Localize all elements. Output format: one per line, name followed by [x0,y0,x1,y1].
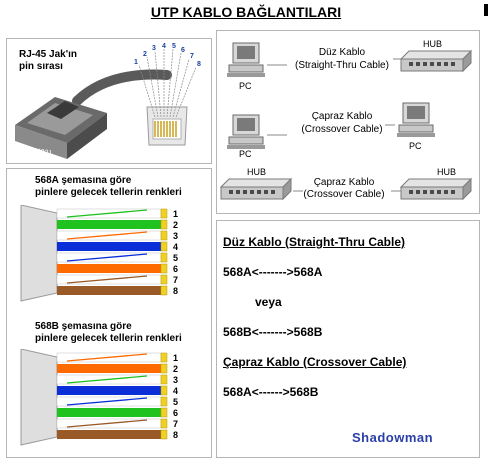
pc-icon [226,114,266,150]
rj45-label-line2: pin sırası [19,61,63,72]
wire-number: 8 [173,286,178,296]
wire-number: 3 [173,375,178,385]
summary-panel: Düz Kablo (Straight-Thru Cable) 568A<---… [216,220,480,458]
cable-sheath [20,205,58,302]
device-label: HUB [423,39,443,49]
connection-label-line1: Düz Kablo [318,47,366,58]
pin-number: 3 [152,45,156,52]
device-label: HUB [437,167,457,177]
device-label: PC [239,81,252,91]
wire-number: 4 [173,242,178,252]
pin-number: 4 [162,43,166,50]
wire-2 [57,363,168,374]
wire-number: 8 [173,430,178,440]
wire-8 [57,429,168,440]
hub-icon [400,178,472,200]
wire-8 [57,285,168,296]
t568a-heading-line1: 568A şemasına göre [35,175,132,186]
connection-label-line1: Çapraz Kablo [313,177,375,188]
wire-number: 1 [173,353,178,363]
straight-rule: 568A<------->568A [223,265,323,279]
pin-number: 2 [143,51,147,58]
rj45-connector-illustration: 87654321 1 2 3 4 5 6 7 8 [15,43,201,159]
wire-number: 4 [173,386,178,396]
wire-number: 7 [173,275,178,285]
hub-icon [400,50,472,72]
connection-label-line2: (Crossover Cable) [301,124,383,135]
hub-icon [220,178,292,200]
pc-icon [226,42,266,78]
pin-number: 8 [197,61,201,68]
wire-1 [56,352,168,363]
straight-heading: Düz Kablo (Straight-Thru Cable) [223,235,405,249]
connection-label-line1: Çapraz Kablo [311,111,373,122]
signature: Shadowman [352,430,434,445]
straight-rule-alt: 568B<------->568B [223,325,323,339]
wire-7 [56,418,168,429]
wire-number: 2 [173,220,178,230]
wire-2 [57,219,168,230]
wire-number: 2 [173,364,178,374]
wire-5 [56,252,168,263]
wire-number: 6 [173,264,178,274]
page-title: UTP KABLO BAĞLANTILARI [150,4,342,20]
wire-4 [57,385,168,396]
device-label: PC [239,149,252,159]
pin-number: 7 [190,53,194,60]
rj45-panel: RJ-45 Jak'ın pin sırası 87654321 1 [6,38,212,164]
pc-icon [396,102,436,138]
connection-label-line2: (Straight-Thru Cable) [295,60,389,71]
wire-6 [57,263,168,274]
crossover-heading: Çapraz Kablo (Crossover Cable) [223,355,407,369]
wire-number: 5 [173,253,178,263]
device-label: HUB [247,167,267,177]
wire-1 [56,208,168,219]
wire-number: 7 [173,419,178,429]
wire-5 [56,396,168,407]
t568a-heading-line2: pinlere gelecek tellerin renkleri [35,187,182,198]
connection-devices [220,42,472,200]
pin-number: 6 [181,47,185,54]
wire-4 [57,241,168,252]
wire-number: 1 [173,209,178,219]
device-label: PC [409,141,422,151]
wiring-panel: 568A şemasına göre pinlere gelecek telle… [6,168,212,458]
wire-number: 5 [173,397,178,407]
connector-print: 87654321 [21,146,53,157]
t568b-heading-line2: pinlere gelecek tellerin renkleri [35,333,182,344]
wire-3 [56,230,168,241]
pin-number: 1 [134,59,138,66]
pin-number: 5 [172,43,176,50]
wire-number: 6 [173,408,178,418]
wire-6 [57,407,168,418]
wire-3 [56,374,168,385]
wire-number: 3 [173,231,178,241]
cable-sheath [20,349,58,446]
or-text: veya [255,295,282,309]
corner-mark [484,4,488,16]
connections-panel: PC HUB Düz Kablo (Straight-Thru Cable) P… [216,30,480,214]
connection-label-line2: (Crossover Cable) [303,189,385,200]
crossover-rule: 568A<------>568B [223,385,319,399]
wire-7 [56,274,168,285]
t568b-heading-line1: 568B şemasına göre [35,321,132,332]
rj45-label-line1: RJ-45 Jak'ın [19,49,77,60]
